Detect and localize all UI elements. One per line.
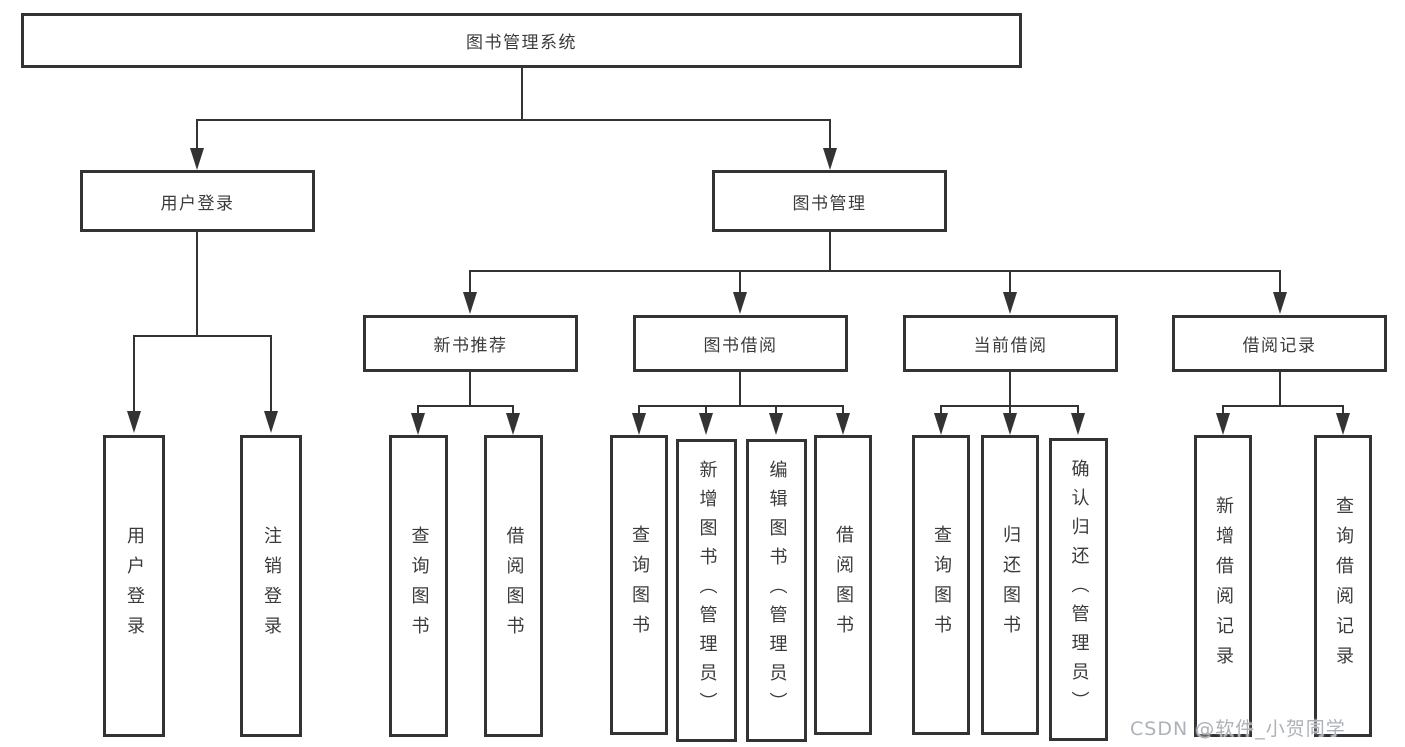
arrowhead [506,413,520,435]
watermark: CSDN @软件_小贺同学 [1130,718,1346,740]
arrowhead [1071,413,1085,435]
arrowhead [411,413,425,435]
node-borrowing-records: 借阅记录 [1172,315,1387,372]
arrowhead [1003,292,1017,314]
node-label: 当前借阅 [973,336,1048,356]
leaf-logout: 注销登录 [240,435,302,737]
node-label: 用户登录 [124,526,145,646]
connector-segment [639,404,843,408]
node-label: 图书管理 [792,193,867,214]
connector-segment [1008,405,1012,414]
connector-segment [511,405,515,414]
arrowhead [1273,292,1287,314]
node-label: 查询图书 [408,526,430,646]
connector-segment [1341,405,1345,414]
node-label: 借阅图书 [833,525,854,645]
leaf-borrow-books-recommend: 借阅图书 [484,435,543,737]
arrowhead [632,413,646,435]
leaf-edit-book-admin: 编辑图书（管理员） [746,439,807,742]
connector-segment [939,405,943,414]
connector-segment [1221,405,1225,414]
connector-segment [1278,270,1282,293]
arrowhead [1336,413,1350,435]
leaf-return-books: 归还图书 [981,435,1039,735]
connector-segment [1278,372,1282,406]
arrowhead [934,413,948,435]
connector-segment [416,405,420,414]
node-label: 归还图书 [1000,525,1021,645]
arrowhead [823,148,837,170]
connector-segment [195,232,199,336]
node-library-management-system: 图书管理系统 [21,13,1022,68]
node-current-borrowing: 当前借阅 [903,315,1118,372]
node-book-management-branch: 图书管理 [712,170,947,232]
node-label: 查询图书 [931,525,952,645]
connector-segment [637,405,641,414]
leaf-query-borrow-record: 查询借阅记录 [1314,435,1372,737]
connector-segment [470,269,1280,273]
node-label: 图书借阅 [703,336,778,356]
connector-segment [418,404,513,408]
arrowhead [699,413,713,435]
node-label: 确认归还（管理员） [1068,459,1090,720]
connector-segment [774,405,778,414]
connector-segment [841,405,845,414]
node-label: 编辑图书（管理员） [766,460,788,721]
arrowhead [190,148,204,170]
node-label: 查询借阅记录 [1333,496,1354,676]
arrowhead [836,413,850,435]
connector-segment [132,335,136,412]
arrowhead [463,292,477,314]
leaf-add-book-admin: 新增图书（管理员） [676,439,737,742]
connector-segment [738,372,742,406]
arrowhead [127,411,141,433]
node-label: 新增借阅记录 [1213,496,1234,676]
leaf-query-books-borrowing: 查询图书 [610,435,668,735]
node-label: 用户登录 [160,193,235,214]
leaf-query-books-recommend: 查询图书 [389,435,448,737]
connector-segment [468,270,472,293]
node-label: 图书管理系统 [466,33,577,53]
leaf-query-books-current: 查询图书 [912,435,970,735]
node-label: 新增图书（管理员） [696,460,718,721]
node-book-borrowing: 图书借阅 [633,315,848,372]
connector-segment [134,334,271,338]
connector-segment [704,405,708,414]
connector-segment [195,119,199,150]
leaf-borrow-books: 借阅图书 [814,435,872,735]
arrowhead [769,413,783,435]
node-label: 借阅图书 [503,526,525,646]
node-new-book-recommend: 新书推荐 [363,315,578,372]
connector-segment [197,118,830,122]
arrowhead [733,292,747,314]
connector-segment [1008,372,1012,406]
connector-segment [1076,405,1080,414]
arrowhead [1216,413,1230,435]
connector-segment [520,67,524,120]
leaf-confirm-return-admin: 确认归还（管理员） [1049,438,1108,741]
leaf-add-borrow-record: 新增借阅记录 [1194,435,1252,737]
node-user-login-branch: 用户登录 [80,170,315,232]
connector-segment [468,372,472,406]
node-label: 注销登录 [261,526,282,646]
leaf-user-login: 用户登录 [103,435,165,737]
node-label: 查询图书 [629,525,650,645]
connector-segment [1223,404,1343,408]
connector-segment [1008,270,1012,293]
arrowhead [264,411,278,433]
connector-segment [269,335,273,412]
connector-segment [828,232,832,271]
node-label: 新书推荐 [433,336,508,356]
arrowhead [1003,413,1017,435]
connector-segment [738,270,742,293]
node-label: 借阅记录 [1242,336,1317,356]
connector-segment [828,119,832,150]
